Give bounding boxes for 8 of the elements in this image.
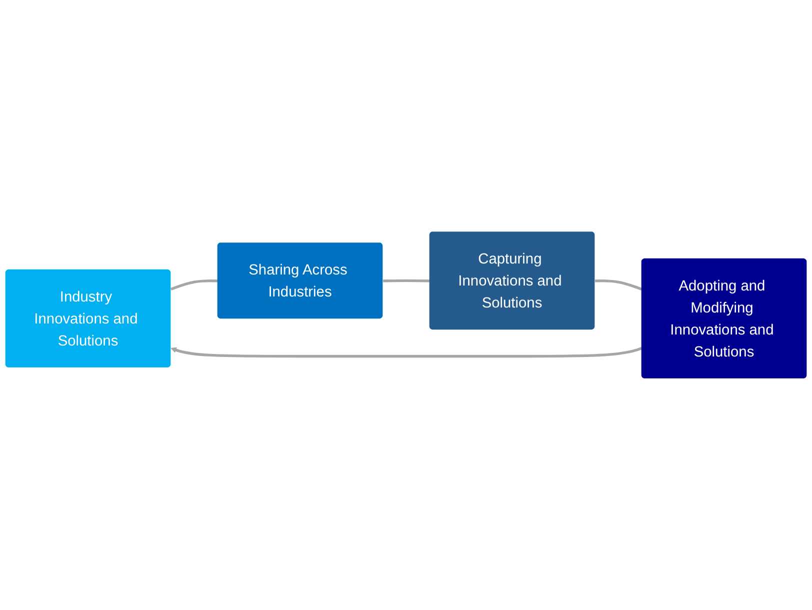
node-box: Industry Innovations and Solutions (5, 269, 171, 368)
connector (170, 280, 218, 290)
node-box: Capturing Innovations and Solutions (429, 232, 595, 330)
connector (382, 279, 430, 282)
connector (594, 280, 642, 290)
node-box: Adopting and Modifying Innovations and Solutions (641, 258, 807, 378)
node-box: Sharing Across Industries (217, 242, 383, 319)
arrow (170, 347, 642, 358)
